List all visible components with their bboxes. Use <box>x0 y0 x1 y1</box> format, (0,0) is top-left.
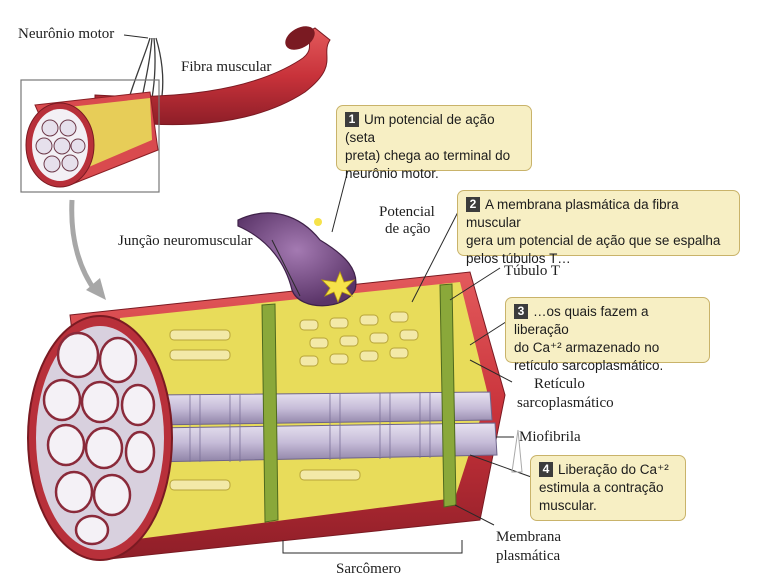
label-sarcomere: Sarcômero <box>336 561 401 577</box>
step-number-badge: 4 <box>539 462 553 477</box>
step-4-line-1: Liberação do Ca⁺² <box>558 462 669 477</box>
step-1-line-2: preta) chega ao terminal do <box>345 148 511 163</box>
callout-step-3: 3…os quais fazem a liberação do Ca⁺² arm… <box>505 297 710 373</box>
action-potential-star-icon <box>320 270 356 304</box>
leader-lines <box>123 34 535 554</box>
label-sr-2: sarcoplasmático <box>517 395 614 411</box>
step-3-line-2: do Ca⁺² armazenado no <box>514 340 660 355</box>
step-1-line-1: Um potencial de ação (seta <box>345 112 495 145</box>
step-3-line-1: …os quais fazem a liberação <box>514 304 649 337</box>
zoom-arrow <box>69 199 99 294</box>
step-2-line-1: A membrana plasmática da fibra muscular <box>466 197 679 230</box>
step-number-badge: 2 <box>466 197 480 212</box>
motor-neuron-axons <box>129 37 164 99</box>
zoom-box <box>20 79 160 193</box>
step-4-line-2: estimula a contração <box>539 480 664 495</box>
fiber-cut-end <box>285 26 315 50</box>
zoom-arrowhead <box>86 278 106 300</box>
step-2-line-2: gera um potencial de ação que se espalha <box>466 233 721 248</box>
label-sr-1: Retículo <box>534 376 585 392</box>
step-4-line-3: muscular. <box>539 498 597 513</box>
step-3-line-3: retículo sarcoplasmático. <box>514 358 664 373</box>
label-action-potential-1: Potencial <box>379 204 435 220</box>
label-membrane-2: plasmática <box>496 548 561 564</box>
overview-fiber <box>25 91 159 188</box>
neuron-terminal <box>237 212 357 307</box>
label-muscle-fiber: Fibra muscular <box>181 59 272 75</box>
label-action-potential-2: de ação <box>385 221 431 237</box>
large-muscle-fiber <box>27 271 506 561</box>
step-2-line-3: pelos túbulos T… <box>466 251 571 266</box>
muscle-fiber-strand <box>94 27 331 126</box>
ap-spark-icon <box>314 218 322 226</box>
label-neuromuscular-junction: Junção neuromuscular <box>118 233 253 249</box>
step-number-badge: 3 <box>514 304 528 319</box>
myofibril-bracket <box>511 429 523 473</box>
label-myofibril: Miofibrila <box>519 429 581 445</box>
label-motor-neuron: Neurônio motor <box>18 26 115 42</box>
label-membrane-1: Membrana <box>496 529 561 545</box>
step-number-badge: 1 <box>345 112 359 127</box>
step-1-line-3: neurônio motor. <box>345 166 439 181</box>
label-t-tubule: Túbulo T <box>504 263 560 279</box>
